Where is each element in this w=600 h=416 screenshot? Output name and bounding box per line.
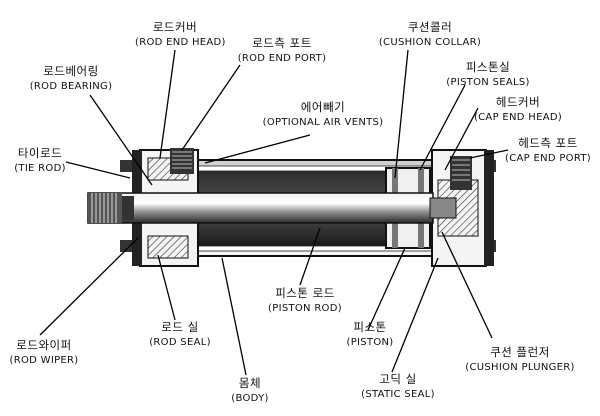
rod-end-head-en: (ROD END HEAD) [135, 37, 226, 48]
label-body: 몸체 (BODY) [220, 376, 280, 406]
rod-seal-en: (ROD SEAL) [149, 337, 211, 348]
static-seal-ko: 고딕 실 [379, 372, 417, 386]
leader-cap-end-head [444, 107, 479, 171]
cap-end-port-fitting [450, 156, 472, 190]
label-static-seal: 고딕 실 (STATIC SEAL) [348, 372, 448, 402]
label-piston: 피스톤 (PISTON) [330, 320, 410, 350]
label-tie-rod: 타이로드 (TIE ROD) [8, 146, 72, 176]
cushion-plunger-en: (CUSHION PLUNGER) [465, 362, 575, 373]
leader-piston-rod [299, 227, 321, 286]
cap-end-port-en: (CAP END PORT) [505, 153, 591, 164]
piston-seals-ko: 피스톤실 [465, 60, 511, 74]
label-rod-end-port: 로드측 포트 (ROD END PORT) [232, 36, 332, 66]
leader-piston [367, 247, 406, 331]
label-cushion-plunger: 쿠션 플런저 (CUSHION PLUNGER) [460, 345, 580, 375]
cushion-plunger [429, 197, 457, 219]
piston-en: (PISTON) [346, 337, 394, 348]
cushion-collar-ko: 쿠션콜러 [407, 20, 453, 34]
rod-wiper-ko: 로드와이퍼 [16, 338, 72, 352]
piston-rod [87, 192, 434, 224]
leader-tie-rod [65, 161, 131, 179]
piston-rod-ko: 피스톤 로드 [275, 286, 335, 300]
leader-rod-end-port [181, 64, 241, 151]
optional-air-vents-en: (OPTIONAL AIR VENTS) [262, 117, 384, 128]
rod-end-port-fitting [170, 148, 194, 174]
piston-rod-en: (PISTON ROD) [268, 303, 342, 314]
leader-rod-wiper [39, 237, 139, 336]
tie-rod-ko: 타이로드 [17, 146, 63, 160]
leader-rod-end-head [159, 49, 176, 159]
leader-rod-seal [157, 254, 176, 321]
tie-rod-en: (TIE ROD) [14, 163, 66, 174]
cushion-plunger-ko: 쿠션 플런저 [490, 345, 550, 359]
label-rod-wiper: 로드와이퍼 (ROD WIPER) [0, 338, 88, 368]
cap-end-head-ko: 헤드커버 [495, 95, 541, 109]
cushion-collar-en: (CUSHION COLLAR) [378, 37, 482, 48]
body-ko: 몸체 [238, 376, 262, 390]
leader-cap-end-port [469, 149, 509, 159]
body-en: (BODY) [231, 393, 269, 404]
leader-body [221, 257, 247, 376]
rod-seal-ko: 로드 실 [161, 320, 199, 334]
leader-cushion-plunger [441, 231, 493, 339]
rod-end-head-ko: 로드커버 [152, 20, 198, 34]
label-piston-seals: 피스톤실 (PISTON SEALS) [438, 60, 538, 90]
rod-bearing-en: (ROD BEARING) [29, 81, 113, 92]
cap-end-port-ko: 헤드측 포트 [518, 136, 578, 150]
piston-ko: 피스톤 [353, 320, 387, 334]
optional-air-vents-ko: 에어빼기 [300, 100, 346, 114]
label-rod-seal: 로드 실 (ROD SEAL) [140, 320, 220, 350]
leader-optional-air-vents [204, 134, 311, 164]
rod-end-port-ko: 로드측 포트 [252, 36, 312, 50]
cap-end-head-en: (CAP END HEAD) [473, 112, 563, 123]
label-optional-air-vents: 에어빼기 (OPTIONAL AIR VENTS) [258, 100, 388, 130]
leader-piston-seals [419, 84, 466, 171]
rod-wiper-en: (ROD WIPER) [9, 355, 79, 366]
leader-rod-bearing [89, 94, 153, 186]
leader-static-seal [391, 257, 439, 373]
label-rod-bearing: 로드베어링 (ROD BEARING) [26, 64, 116, 94]
label-cap-end-port: 헤드측 포트 (CAP END PORT) [500, 136, 596, 166]
label-cushion-collar: 쿠션콜러 (CUSHION COLLAR) [375, 20, 485, 50]
static-seal-en: (STATIC SEAL) [361, 389, 435, 400]
label-rod-end-head: 로드커버 (ROD END HEAD) [135, 20, 226, 50]
rod-end-port-en: (ROD END PORT) [237, 53, 327, 64]
rod-bearing-ko: 로드베어링 [43, 64, 99, 78]
piston-seals-en: (PISTON SEALS) [446, 77, 530, 88]
leader-cushion-collar [394, 49, 409, 179]
label-cap-end-head: 헤드커버 (CAP END HEAD) [468, 95, 568, 125]
label-piston-rod: 피스톤 로드 (PISTON ROD) [255, 286, 355, 316]
